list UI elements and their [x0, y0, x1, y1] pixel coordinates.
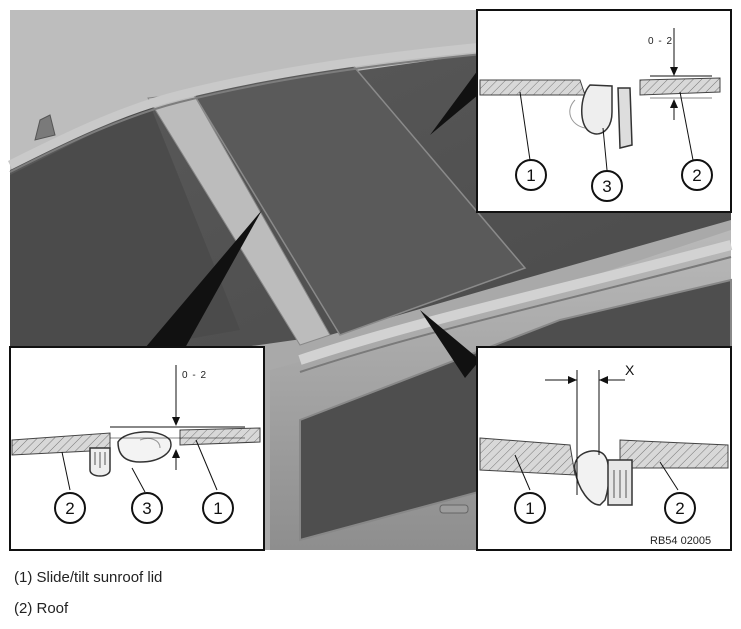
callout-2: 2	[664, 492, 696, 524]
detail-box-bottom-left: 0 - 2 2 3 1	[9, 346, 265, 551]
callout-3: 3	[131, 492, 163, 524]
gap-label-top-right: 0 - 2	[648, 36, 673, 47]
svg-text:1: 1	[526, 166, 535, 185]
antenna	[34, 114, 56, 141]
svg-text:2: 2	[675, 499, 684, 518]
svg-text:2: 2	[692, 166, 701, 185]
seal-profile	[581, 84, 613, 135]
detail-box-top-right: 0 - 2 1 3 2	[476, 9, 732, 213]
dimension-x-label: X	[625, 362, 635, 378]
callout-2: 2	[54, 492, 86, 524]
svg-text:1: 1	[213, 499, 222, 518]
callout-3: 3	[591, 170, 623, 202]
reference-code: RB54 02005	[650, 535, 711, 547]
leader-bottom-left	[145, 210, 262, 348]
callout-1: 1	[515, 159, 547, 191]
legend-item-roof: (2) Roof	[14, 600, 69, 617]
svg-text:1: 1	[525, 499, 534, 518]
detail-box-bottom-right: X 1 2 RB54 02005	[476, 346, 732, 551]
callout-2: 2	[681, 159, 713, 191]
leader-top-right	[430, 70, 478, 135]
gap-label-bottom-left: 0 - 2	[182, 370, 207, 381]
callout-1: 1	[514, 492, 546, 524]
callout-1: 1	[202, 492, 234, 524]
svg-text:3: 3	[142, 499, 151, 518]
sunroof-diagram: 0 - 2 1 3 2 0 - 2	[7, 9, 733, 551]
leader-bottom-right	[420, 310, 480, 378]
legend-item-sunroof-lid: (1) Slide/tilt sunroof lid	[14, 569, 163, 586]
svg-text:2: 2	[65, 499, 74, 518]
door-handle	[439, 504, 469, 514]
svg-text:3: 3	[602, 177, 611, 196]
